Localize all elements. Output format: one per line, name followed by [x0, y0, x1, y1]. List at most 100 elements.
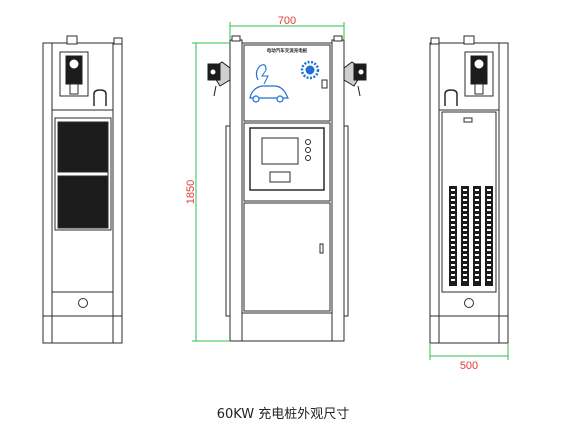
- vent-slot: [487, 279, 491, 281]
- vent-slot: [463, 234, 467, 236]
- vent-slot: [463, 194, 467, 196]
- card-slot: [321, 79, 328, 89]
- door-handle: [319, 243, 324, 254]
- vent-slot: [451, 229, 455, 231]
- vent-slot: [475, 259, 479, 261]
- vent-slot: [463, 214, 467, 216]
- vent-slot: [475, 254, 479, 256]
- dimension-depth: 500: [429, 343, 509, 372]
- dimension-height: 1850: [185, 42, 230, 342]
- vent-slot: [463, 239, 467, 241]
- ev-car-logo: [249, 64, 289, 103]
- vent-slot: [463, 204, 467, 206]
- vent-slot: [463, 264, 467, 266]
- front-view: 电动汽车交流充电桩: [207, 35, 367, 342]
- vent-slot: [451, 259, 455, 261]
- vent-slot: [475, 209, 479, 211]
- vent-slot: [463, 244, 467, 246]
- vent-slot: [487, 259, 491, 261]
- vent-slot: [451, 209, 455, 211]
- label-plate: [463, 117, 473, 123]
- vent-slot: [451, 219, 455, 221]
- vent-slot: [451, 189, 455, 191]
- vent-slot: [487, 269, 491, 271]
- vent-slot: [475, 249, 479, 251]
- vent-slot: [463, 279, 467, 281]
- vent-slot: [487, 254, 491, 256]
- vent-slot: [451, 199, 455, 201]
- vent-slot: [487, 189, 491, 191]
- vent-slot: [451, 269, 455, 271]
- vent-slot: [463, 224, 467, 226]
- vent-slot: [487, 234, 491, 236]
- vent-slot: [487, 244, 491, 246]
- vent-slot: [475, 279, 479, 281]
- vent-slot: [451, 279, 455, 281]
- vent-slot: [475, 189, 479, 191]
- vent-slot: [487, 229, 491, 231]
- vent-slot: [475, 264, 479, 266]
- vent-slot: [475, 199, 479, 201]
- vent-slot: [463, 209, 467, 211]
- card-reader: [269, 171, 291, 183]
- vent-slot: [475, 229, 479, 231]
- indicator-light: [305, 139, 311, 145]
- panel-header-text: 电动汽车交流充电桩: [267, 47, 308, 54]
- vent-slot: [487, 274, 491, 276]
- vent-grille-upper: [57, 121, 109, 173]
- vent-slot: [487, 204, 491, 206]
- handle-icon: [93, 89, 107, 106]
- vent-slot: [451, 264, 455, 266]
- vent-slot: [487, 214, 491, 216]
- figure-caption: 60KW 充电桩外观尺寸: [216, 407, 350, 422]
- handle-icon: [444, 89, 458, 106]
- vent-slot: [463, 189, 467, 191]
- indicator-light: [305, 155, 311, 161]
- display-screen: [261, 137, 299, 165]
- vent-slot: [487, 199, 491, 201]
- vent-slot: [451, 249, 455, 251]
- vent-slot: [451, 239, 455, 241]
- vent-slot: [463, 249, 467, 251]
- charging-gun-left: [207, 61, 231, 97]
- vent-slot: [475, 194, 479, 196]
- vent-slot: [487, 194, 491, 196]
- vent-slot: [463, 219, 467, 221]
- height-label: 1850: [185, 180, 197, 204]
- vent-slot: [475, 244, 479, 246]
- left-side-view: [42, 35, 123, 344]
- vent-slot: [463, 259, 467, 261]
- vent-slot: [463, 229, 467, 231]
- vent-slot: [451, 254, 455, 256]
- vent-slot: [451, 214, 455, 216]
- dimension-width-front: 700: [229, 15, 345, 40]
- vent-slot: [475, 269, 479, 271]
- vent-slot: [475, 214, 479, 216]
- vent-slot: [475, 219, 479, 221]
- lock-icon: [464, 298, 474, 308]
- charging-gun-right: [343, 61, 367, 97]
- vent-slot: [451, 224, 455, 226]
- brand-logo: [300, 60, 320, 80]
- connector-holster: [464, 51, 494, 97]
- width-label: 700: [278, 15, 296, 27]
- vent-slot: [475, 274, 479, 276]
- louver-vents: [449, 186, 493, 286]
- vent-slot: [451, 194, 455, 196]
- vent-slot: [463, 274, 467, 276]
- vent-slot: [475, 224, 479, 226]
- vent-slot: [451, 234, 455, 236]
- vent-slot: [463, 199, 467, 201]
- vent-grille-lower: [57, 175, 109, 229]
- vent-slot: [451, 274, 455, 276]
- connector-holster: [59, 51, 89, 97]
- vent-slot: [475, 234, 479, 236]
- vent-slot: [487, 249, 491, 251]
- depth-label: 500: [460, 360, 478, 372]
- vent-slot: [475, 239, 479, 241]
- vent-slot: [487, 264, 491, 266]
- vent-slot: [451, 244, 455, 246]
- vent-slot: [463, 269, 467, 271]
- vent-slot: [451, 204, 455, 206]
- lock-icon: [78, 298, 88, 308]
